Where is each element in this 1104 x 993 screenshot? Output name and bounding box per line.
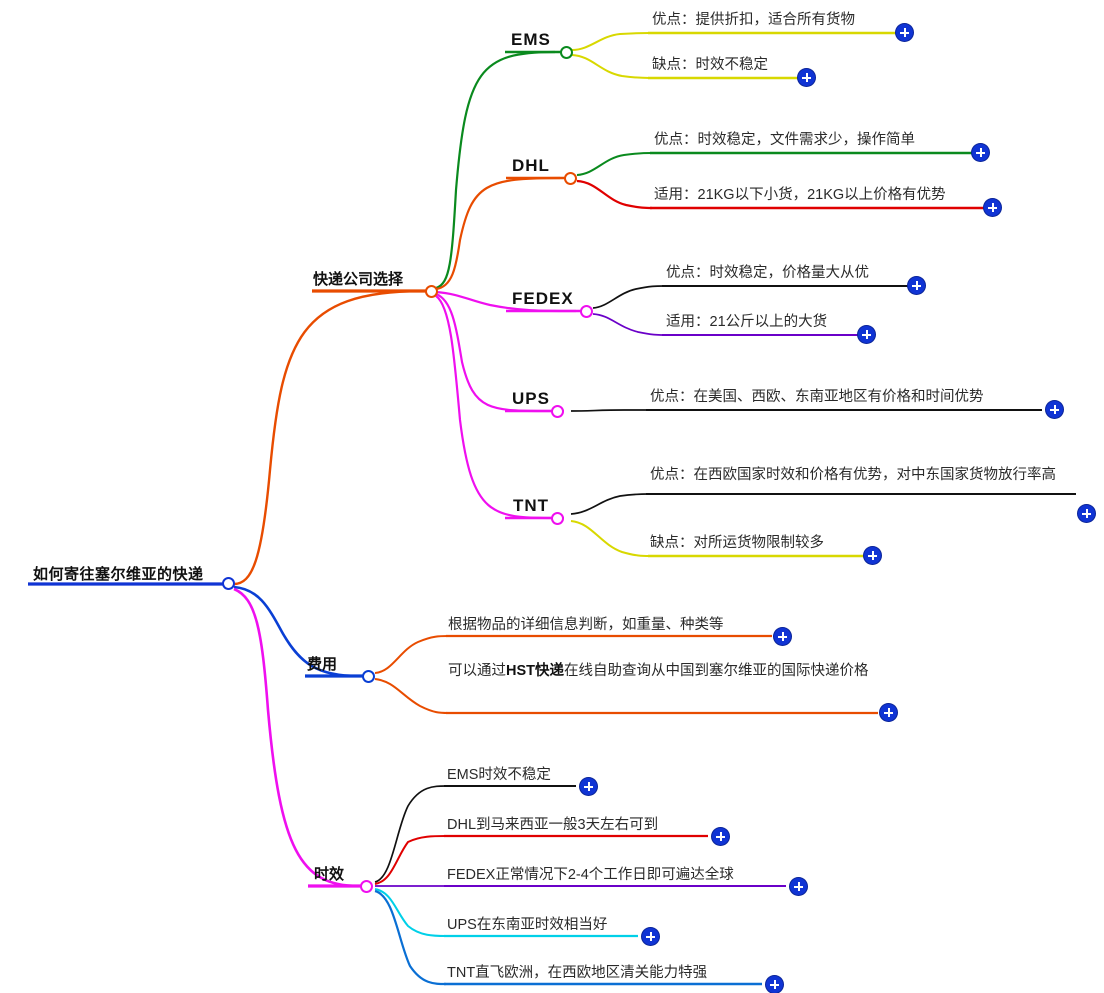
leaf-ems-cons[interactable]: 缺点：时效不稳定 [652, 57, 768, 74]
connector-dhl[interactable] [564, 172, 577, 185]
wire-cost-leaf-1 [374, 635, 449, 674]
wire-ups-leaf-1 [570, 409, 648, 412]
plus-icon-speed-ups[interactable] [642, 928, 659, 945]
branch-connector-company[interactable] [425, 285, 438, 298]
leaf-label-speed-ups: UPS在东南亚时效相当好 [447, 917, 608, 933]
leaf-label-speed-dhl: DHL到马来西亚一般3天左右可到 [447, 817, 659, 833]
leaf-speed-ups[interactable]: UPS在东南亚时效相当好 [447, 917, 607, 934]
node-label-dhl: DHL [512, 156, 550, 175]
wire-fedex-leaf-2 [592, 313, 665, 336]
leaf-label-dhl-pros: 优点：时效稳定，文件需求少，操作简单 [654, 132, 915, 148]
wire-speed-leaf-5 [374, 889, 447, 986]
leaf-speed-dhl[interactable]: DHL到马来西亚一般3天左右可到 [447, 817, 658, 834]
leaf-label-ups-pros: 优点：在美国、西欧、东南亚地区有价格和时间优势 [650, 389, 984, 405]
wire-speed-leaf-4 [374, 888, 447, 937]
wire-ems-leaf-1 [571, 32, 651, 51]
wire-root-to-company [233, 289, 421, 586]
leaf-speed-ems[interactable]: EMS时效不稳定 [447, 767, 551, 784]
plus-icon-fedex-usage[interactable] [858, 326, 875, 343]
branch-label-cost: 费用 [307, 656, 338, 673]
leaf-label-cost-2-pre: 可以通过 [448, 663, 506, 679]
plus-icon-ems-cons[interactable] [798, 69, 815, 86]
plus-icon-fedex-pros[interactable] [908, 277, 925, 294]
leaf-ups-pros[interactable]: 优点：在美国、西欧、东南亚地区有价格和时间优势 [650, 389, 984, 406]
wire-root-to-cost [233, 585, 359, 678]
plus-icon-ems-pros[interactable] [896, 24, 913, 41]
leaf-label-cost-2-post: 在线自助查询从中国到塞尔维亚的国际快递价格 [564, 663, 869, 679]
connector-tnt[interactable] [551, 512, 564, 525]
leaf-label-speed-tnt: TNT直飞欧洲，在西欧地区清关能力特强 [447, 965, 708, 981]
branch-connector-speed[interactable] [360, 880, 373, 893]
leaf-label-cost-1: 根据物品的详细信息判断，如重量、种类等 [448, 617, 724, 633]
plus-icon-speed-dhl[interactable] [712, 828, 729, 845]
wire-speed-leaf-2 [374, 835, 447, 885]
plus-icon-cost-1[interactable] [774, 628, 791, 645]
wire-tnt-leaf-2 [570, 520, 651, 557]
leaf-cost-2[interactable]: 可以通过HST快递在线自助查询从中国到塞尔维亚的国际快递价格 [448, 662, 888, 682]
plus-icon-cost-2[interactable] [880, 704, 897, 721]
leaf-fedex-pros[interactable]: 优点：时效稳定，价格量大从优 [666, 265, 869, 282]
plus-icon-dhl-usage[interactable] [984, 199, 1001, 216]
wire-speed-leaf-1 [374, 785, 447, 883]
leaf-cost-1[interactable]: 根据物品的详细信息判断，如重量、种类等 [448, 617, 724, 634]
leaf-tnt-cons[interactable]: 缺点：对所运货物限制较多 [650, 535, 824, 552]
node-label-fedex: FEDEX [512, 289, 574, 308]
wire-cost-leaf-2 [374, 678, 449, 714]
branch-node-company[interactable]: 快递公司选择 [313, 271, 403, 289]
branch-node-speed[interactable]: 时效 [314, 866, 344, 884]
node-label-tnt: TNT [513, 496, 550, 515]
leaf-tnt-pros[interactable]: 优点：在西欧国家时效和价格有优势，对中东国家货物放行率高 [650, 466, 1080, 486]
node-tnt[interactable]: TNT [513, 496, 549, 516]
branch-label-speed: 时效 [314, 866, 345, 883]
leaf-speed-tnt[interactable]: TNT直飞欧洲，在西欧地区清关能力特强 [447, 965, 707, 982]
leaf-dhl-usage[interactable]: 适用：21KG以下小货，21KG以上价格有优势 [654, 187, 946, 204]
connector-ems[interactable] [560, 46, 573, 59]
wire-root-to-speed [233, 587, 359, 888]
wire-fedex-leaf-1 [592, 285, 665, 309]
node-dhl[interactable]: DHL [512, 156, 550, 176]
leaf-ems-pros[interactable]: 优点：提供折扣，适合所有货物 [652, 12, 855, 29]
wire-dhl-leaf-2 [576, 179, 653, 210]
node-ups[interactable]: UPS [512, 389, 550, 409]
leaf-label-dhl-usage: 适用：21KG以下小货，21KG以上价格有优势 [654, 187, 946, 203]
plus-icon-dhl-pros[interactable] [972, 144, 989, 161]
plus-icon-tnt-pros[interactable] [1078, 505, 1095, 522]
wire-ems-leaf-2 [571, 54, 651, 79]
root-node-label: 如何寄往塞尔维亚的快递 [33, 566, 204, 583]
root-node-connector[interactable] [222, 577, 235, 590]
connector-ups[interactable] [551, 405, 564, 418]
node-label-ems: EMS [511, 30, 551, 49]
leaf-label-fedex-pros: 优点：时效稳定，价格量大从优 [666, 265, 869, 281]
branch-node-cost[interactable]: 费用 [307, 656, 337, 674]
leaf-label-ems-pros: 优点：提供折扣，适合所有货物 [652, 12, 855, 28]
wire-company-to-dhl [435, 176, 561, 291]
branch-connector-cost[interactable] [362, 670, 375, 683]
leaf-label-speed-ems: EMS时效不稳定 [447, 767, 551, 783]
leaf-label-tnt-pros: 优点：在西欧国家时效和价格有优势，对中东国家货物放行率高 [650, 467, 1056, 483]
node-ems[interactable]: EMS [511, 30, 551, 50]
leaf-fedex-usage[interactable]: 适用：21公斤以上的大货 [666, 314, 827, 331]
leaf-label-fedex-usage: 适用：21公斤以上的大货 [666, 314, 828, 330]
leaf-label-speed-fedex: FEDEX正常情况下2-4个工作日即可遍达全球 [447, 867, 734, 883]
leaf-label-tnt-cons: 缺点：对所运货物限制较多 [650, 535, 824, 551]
connector-fedex[interactable] [580, 305, 593, 318]
root-node[interactable]: 如何寄往塞尔维亚的快递 [33, 566, 204, 584]
node-fedex[interactable]: FEDEX [512, 289, 574, 309]
wire-dhl-leaf-1 [576, 152, 653, 176]
branch-label-company: 快递公司选择 [313, 271, 404, 288]
leaf-speed-fedex[interactable]: FEDEX正常情况下2-4个工作日即可遍达全球 [447, 867, 734, 884]
plus-icon-tnt-cons[interactable] [864, 547, 881, 564]
leaf-label-cost-2-bold: HST快递 [506, 663, 564, 679]
leaf-dhl-pros[interactable]: 优点：时效稳定，文件需求少，操作简单 [654, 132, 915, 149]
plus-icon-speed-ems[interactable] [580, 778, 597, 795]
plus-icon-speed-tnt[interactable] [766, 976, 783, 993]
plus-icon-ups-pros[interactable] [1046, 401, 1063, 418]
node-label-ups: UPS [512, 389, 550, 408]
plus-icon-speed-fedex[interactable] [790, 878, 807, 895]
wire-tnt-leaf-1 [570, 493, 649, 515]
leaf-label-ems-cons: 缺点：时效不稳定 [652, 57, 768, 73]
